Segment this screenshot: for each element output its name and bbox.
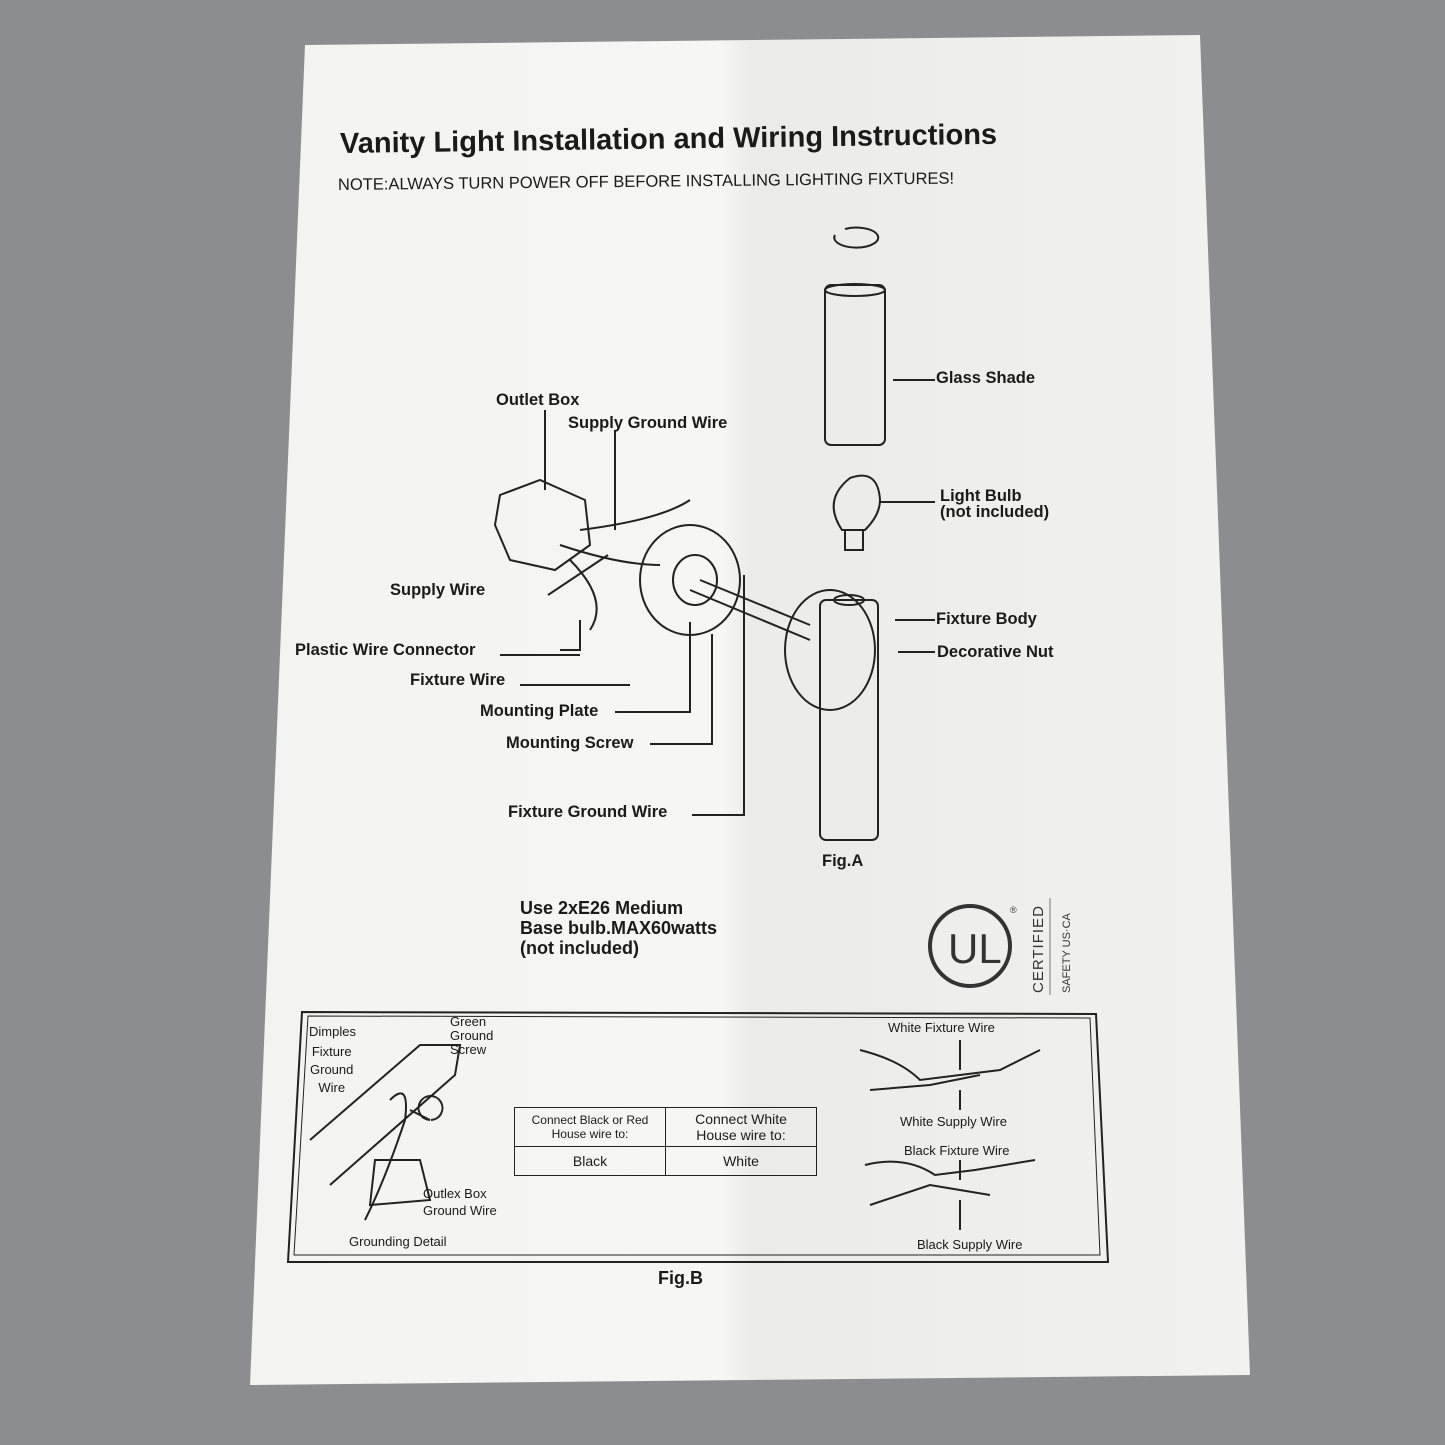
label-supply-wire: Supply Wire	[390, 581, 486, 599]
fixture-tube	[819, 599, 879, 841]
label-fixture-wire: Fixture Wire	[410, 671, 506, 689]
ul-certified-mark: UL ® CERTIFIED SAFETY US·CA	[918, 893, 1078, 997]
label-white-fixture-wire: White Fixture Wire	[888, 1020, 995, 1035]
label-line: Screw	[450, 1042, 487, 1057]
label-line: Fixture	[311, 1044, 352, 1059]
label-line: Green	[450, 1014, 487, 1029]
header-line: House wire to:	[696, 1127, 786, 1143]
mounting-plate	[639, 524, 741, 636]
label-fixture-ground-wire-b: Fixture Ground Wire	[310, 1043, 353, 1097]
label-line: Ground	[450, 1028, 494, 1043]
table-cell: Black	[514, 1146, 666, 1176]
label-line: Outlex Box	[423, 1186, 487, 1201]
label-light-bulb-note: (not included)	[940, 503, 1050, 521]
label-green-ground-screw: Green Ground Screw	[450, 1015, 493, 1057]
rotate-arrow-icon	[833, 226, 880, 249]
bulb-spec-line: Use 2xE26 Medium	[520, 898, 684, 918]
label-black-supply-wire: Black Supply Wire	[917, 1237, 1023, 1252]
label-mounting-screw: Mounting Screw	[506, 734, 634, 752]
table-cell: White	[665, 1146, 817, 1176]
fig-a-caption: Fig.A	[822, 852, 864, 870]
label-outlet-box-ground-wire: Outlex Box Ground Wire	[423, 1185, 497, 1219]
label-line: Ground	[310, 1062, 354, 1077]
glass-shade	[824, 284, 886, 446]
label-dimples: Dimples	[309, 1024, 356, 1039]
white-wire-hands-drawing	[859, 1040, 1041, 1110]
svg-text:UL: UL	[948, 925, 1002, 972]
light-bulb	[832, 474, 882, 551]
header-line: Connect White	[695, 1111, 787, 1127]
label-white-supply-wire: White Supply Wire	[900, 1114, 1007, 1129]
header-line: House wire to:	[551, 1127, 629, 1141]
label-fixture-ground-wire: Fixture Ground Wire	[508, 803, 668, 821]
fig-b-caption: Fig.B	[658, 1268, 703, 1288]
label-outlet-box: Outlet Box	[496, 391, 580, 409]
outlet-box	[493, 478, 592, 572]
fig-b-border	[286, 1010, 1110, 1263]
label-black-fixture-wire: Black Fixture Wire	[904, 1143, 1010, 1158]
label-plastic-wire-connector: Plastic Wire Connector	[295, 641, 476, 659]
label-mounting-plate: Mounting Plate	[480, 702, 599, 720]
fixture-body-plate	[784, 589, 876, 711]
svg-text:SAFETY US·CA: SAFETY US·CA	[1061, 912, 1073, 993]
label-line: Ground Wire	[423, 1203, 497, 1218]
label-line: Wire	[318, 1080, 346, 1095]
label-fixture-body: Fixture Body	[936, 610, 1037, 628]
bulb-spec-line: Base bulb.MAX60watts	[520, 918, 718, 938]
header-line: Connect Black or Red	[531, 1113, 649, 1127]
bulb-spec-line: (not included)	[520, 938, 639, 958]
grounding-detail-caption: Grounding Detail	[349, 1234, 447, 1249]
label-supply-ground-wire: Supply Ground Wire	[568, 414, 728, 432]
grounding-detail-drawing	[309, 1044, 462, 1221]
bulb-spec: Use 2xE26 Medium Base bulb.MAX60watts (n…	[520, 898, 717, 958]
svg-text:CERTIFIED: CERTIFIED	[1030, 905, 1047, 993]
black-wire-hands-drawing	[864, 1159, 1036, 1230]
label-glass-shade: Glass Shade	[936, 369, 1036, 387]
label-light-bulb: Light Bulb	[940, 487, 1022, 505]
label-decorative-nut: Decorative Nut	[937, 643, 1054, 661]
svg-text:®: ®	[1010, 905, 1017, 915]
